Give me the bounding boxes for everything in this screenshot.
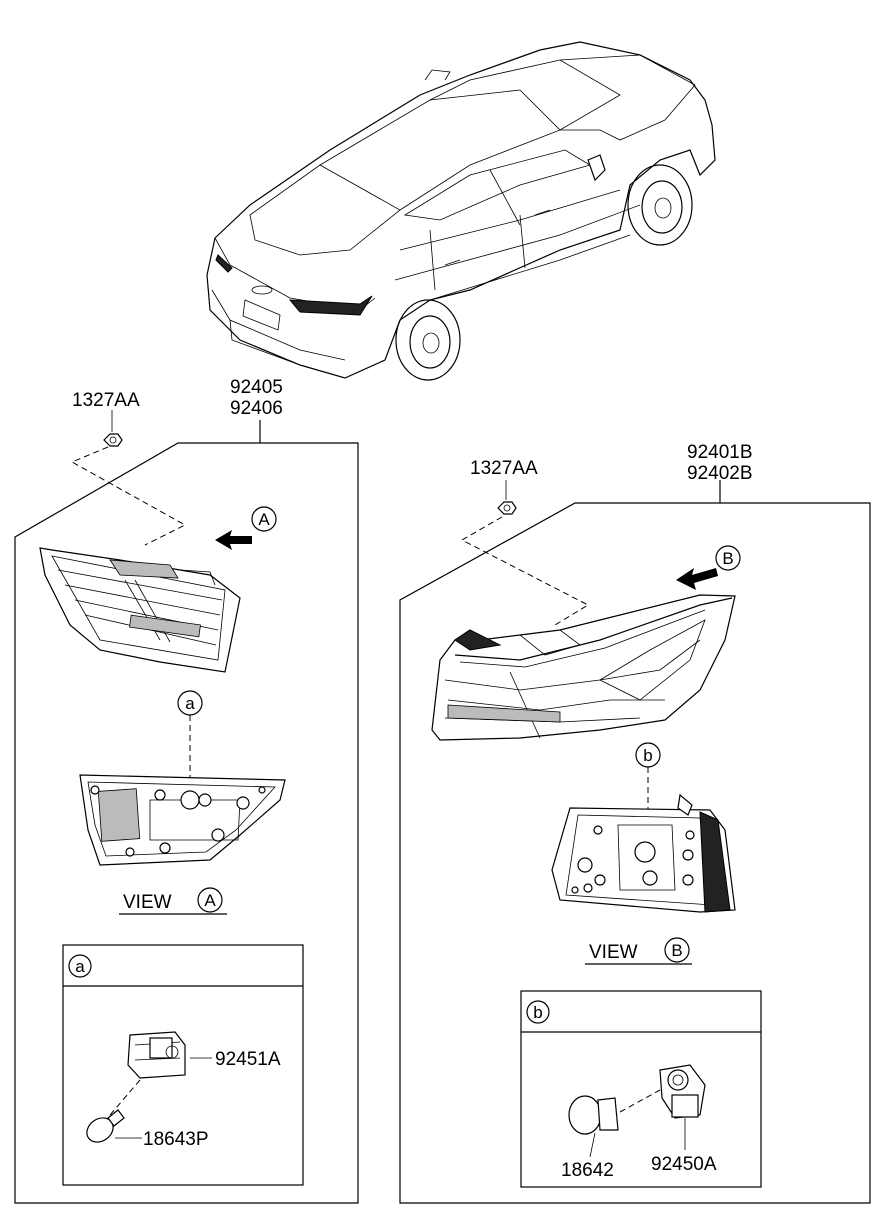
lamp-part-label-2: 92406: [230, 398, 283, 419]
callout-a-bulb: a: [177, 690, 203, 790]
bulb-a-drawing: [86, 1109, 142, 1143]
bulb-b-drawing: [568, 1095, 619, 1158]
nut-right: [497, 480, 517, 515]
view-b-word: VIEW: [589, 942, 638, 963]
detail-box-b: b: [520, 990, 762, 1188]
lamp-part-label-3: 92401B: [687, 442, 753, 463]
detail-b-letter: b: [533, 1003, 542, 1022]
inner-lamp-panel: [14, 420, 359, 1204]
view-arrow-b: B: [676, 545, 741, 590]
view-b-lamp-back: [551, 793, 736, 913]
bulb-a-part-label: 18643P: [143, 1129, 209, 1150]
nut-left: [103, 410, 123, 447]
detail-box-a: a: [62, 944, 304, 1186]
nut-part-label-right: 1327AA: [470, 458, 538, 479]
nut-dashed-leader-left: [70, 446, 187, 546]
car-illustration: [206, 41, 716, 381]
lamp-part-label-4: 92402B: [687, 463, 753, 484]
view-a-letter-circle: [197, 887, 223, 913]
lamp-part-label-1: 92405: [230, 377, 283, 398]
callout-b-bulb-letter: b: [643, 746, 652, 765]
socket-b-drawing: [659, 1064, 706, 1150]
outer-tail-lamp: [431, 594, 736, 741]
nut-dashed-leader-right: [460, 516, 590, 626]
view-a-word: VIEW: [123, 892, 172, 913]
callout-a-bulb-letter: a: [185, 694, 195, 713]
inner-tail-lamp: [39, 547, 241, 673]
bulb-b-part-label: 18642: [561, 1160, 614, 1181]
bulb-b-leader: [619, 1089, 661, 1113]
socket-b-part-label: 92450A: [651, 1154, 717, 1175]
outer-lamp-panel: [399, 480, 871, 1204]
view-a-lamp-back: [79, 774, 286, 866]
bulb-a-leader: [109, 1079, 141, 1116]
socket-a-drawing: [127, 1031, 212, 1079]
socket-a-part-label: 92451A: [215, 1049, 281, 1070]
callout-a-arrow-letter: A: [258, 510, 270, 529]
view-b-letter: B: [671, 941, 682, 960]
nut-part-label-left: 1327AA: [72, 390, 140, 411]
detail-a-letter: a: [75, 957, 85, 976]
view-arrow-a: A: [215, 506, 277, 550]
callout-b-arrow-letter: B: [722, 549, 733, 568]
view-b-letter-circle: [664, 937, 690, 963]
view-a-letter: A: [204, 891, 216, 910]
